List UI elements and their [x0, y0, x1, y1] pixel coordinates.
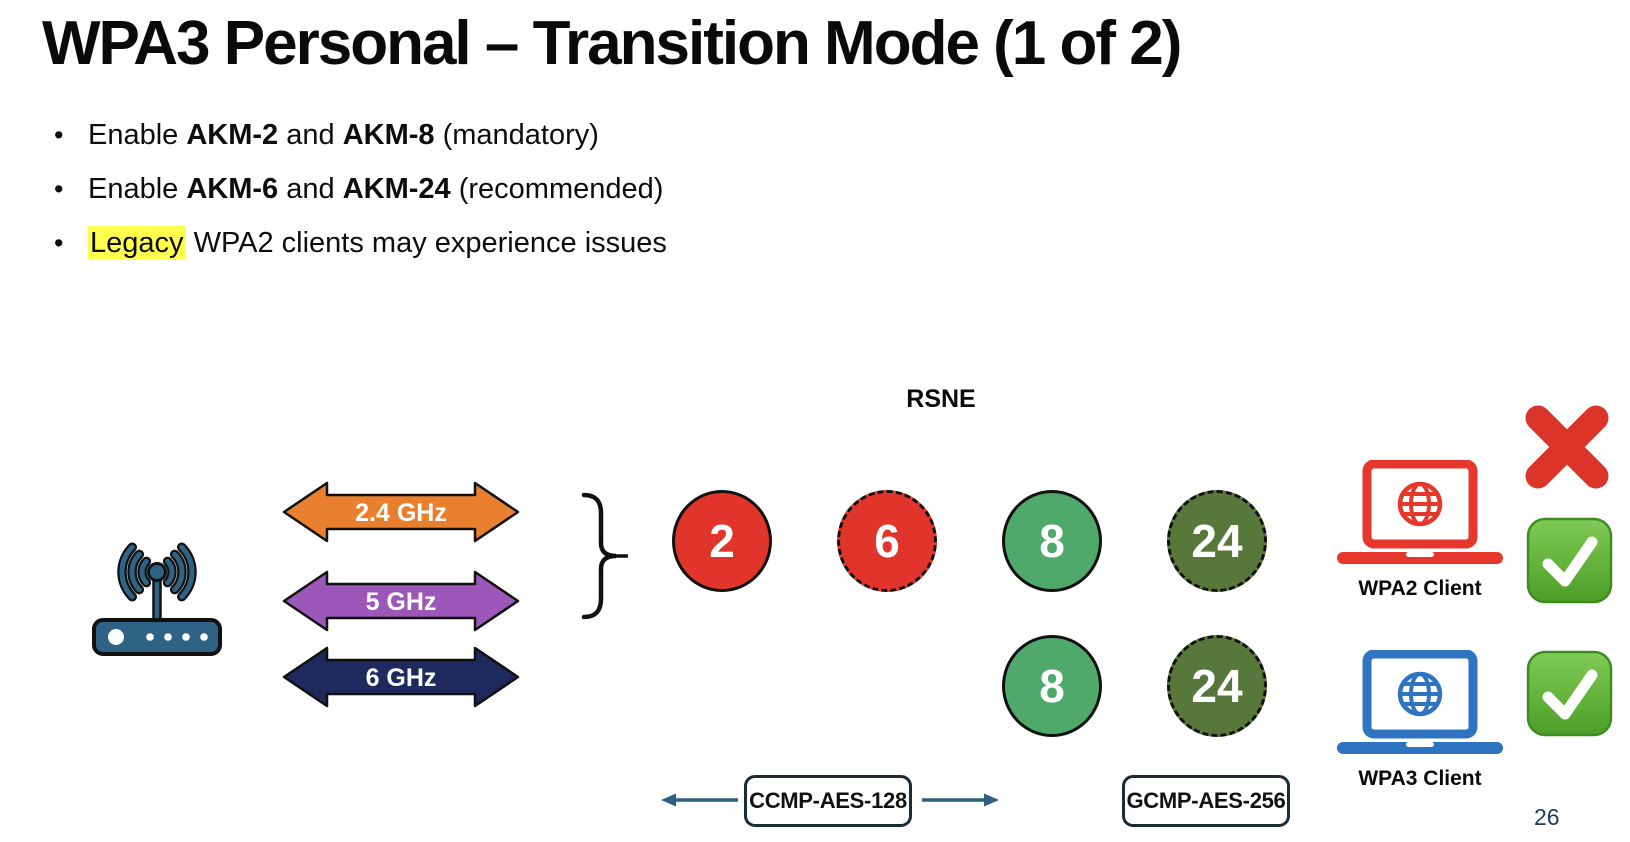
brace-icon [574, 491, 629, 626]
check-mark-icon [1526, 517, 1613, 609]
bullet-text: AKM-6 [186, 173, 279, 205]
ccmp-label: CCMP-AES-128 [749, 788, 907, 813]
highlighted-text: Legacy [88, 226, 186, 260]
bullet-text: Enable [88, 173, 187, 205]
bullet-item: Enable AKM-2 and AKM-8 (mandatory) [48, 118, 667, 152]
bullet-text: AKM-2 [186, 119, 279, 151]
page-number: 26 [1534, 804, 1560, 830]
rsne-label: RSNE [906, 385, 976, 413]
akm-circle-24: 24 [1167, 635, 1267, 737]
gcmp-label: GCMP-AES-256 [1126, 788, 1286, 813]
band-arrow: 2.4 GHz [281, 480, 521, 549]
cross-mark-icon [1520, 400, 1614, 499]
akm-circle-8: 8 [1002, 490, 1102, 592]
wpa2-client-label: WPA2 Client [1358, 577, 1482, 600]
wpa3-laptop-icon [1335, 649, 1505, 761]
bullet-text: AKM-8 [342, 119, 435, 151]
akm-circle-8: 8 [1002, 635, 1102, 737]
akm-circle-6: 6 [837, 490, 937, 592]
svg-text:5 GHz: 5 GHz [366, 588, 437, 616]
bullet-text: and [278, 173, 343, 205]
wpa3-client-label: WPA3 Client [1358, 767, 1482, 790]
wpa2-laptop-icon [1335, 459, 1505, 571]
bullet-text: Enable [88, 119, 187, 151]
bullet-text: WPA2 clients may experience issues [185, 227, 667, 259]
svg-text:2.4 GHz: 2.4 GHz [355, 499, 447, 527]
bullet-item: Legacy WPA2 clients may experience issue… [48, 226, 667, 260]
wpa3-client: WPA3 Client [1335, 649, 1505, 791]
check-mark-icon [1526, 650, 1613, 742]
bullet-text: and [278, 119, 343, 151]
bullet-text: AKM-24 [342, 173, 451, 205]
bullet-list: Enable AKM-2 and AKM-8 (mandatory)Enable… [48, 118, 667, 280]
akm-circle-24: 24 [1167, 490, 1267, 592]
akm-circle-2: 2 [672, 490, 772, 592]
band-arrow: 5 GHz [281, 569, 521, 638]
svg-text:6 GHz: 6 GHz [366, 664, 437, 692]
page-title: WPA3 Personal – Transition Mode (1 of 2) [42, 9, 1182, 78]
bullet-text: (recommended) [450, 173, 664, 205]
bullet-item: Enable AKM-6 and AKM-24 (recommended) [48, 172, 667, 206]
wpa2-client: WPA2 Client [1335, 459, 1505, 601]
bullet-text: (mandatory) [434, 119, 599, 151]
right-arrow-icon [920, 791, 1000, 814]
gcmp-cipher-box: GCMP-AES-256 [1122, 775, 1290, 827]
ccmp-cipher-box: CCMP-AES-128 [744, 775, 912, 827]
wireless-router-icon [92, 540, 222, 660]
band-arrow: 6 GHz [281, 645, 521, 714]
left-arrow-icon [660, 791, 740, 814]
